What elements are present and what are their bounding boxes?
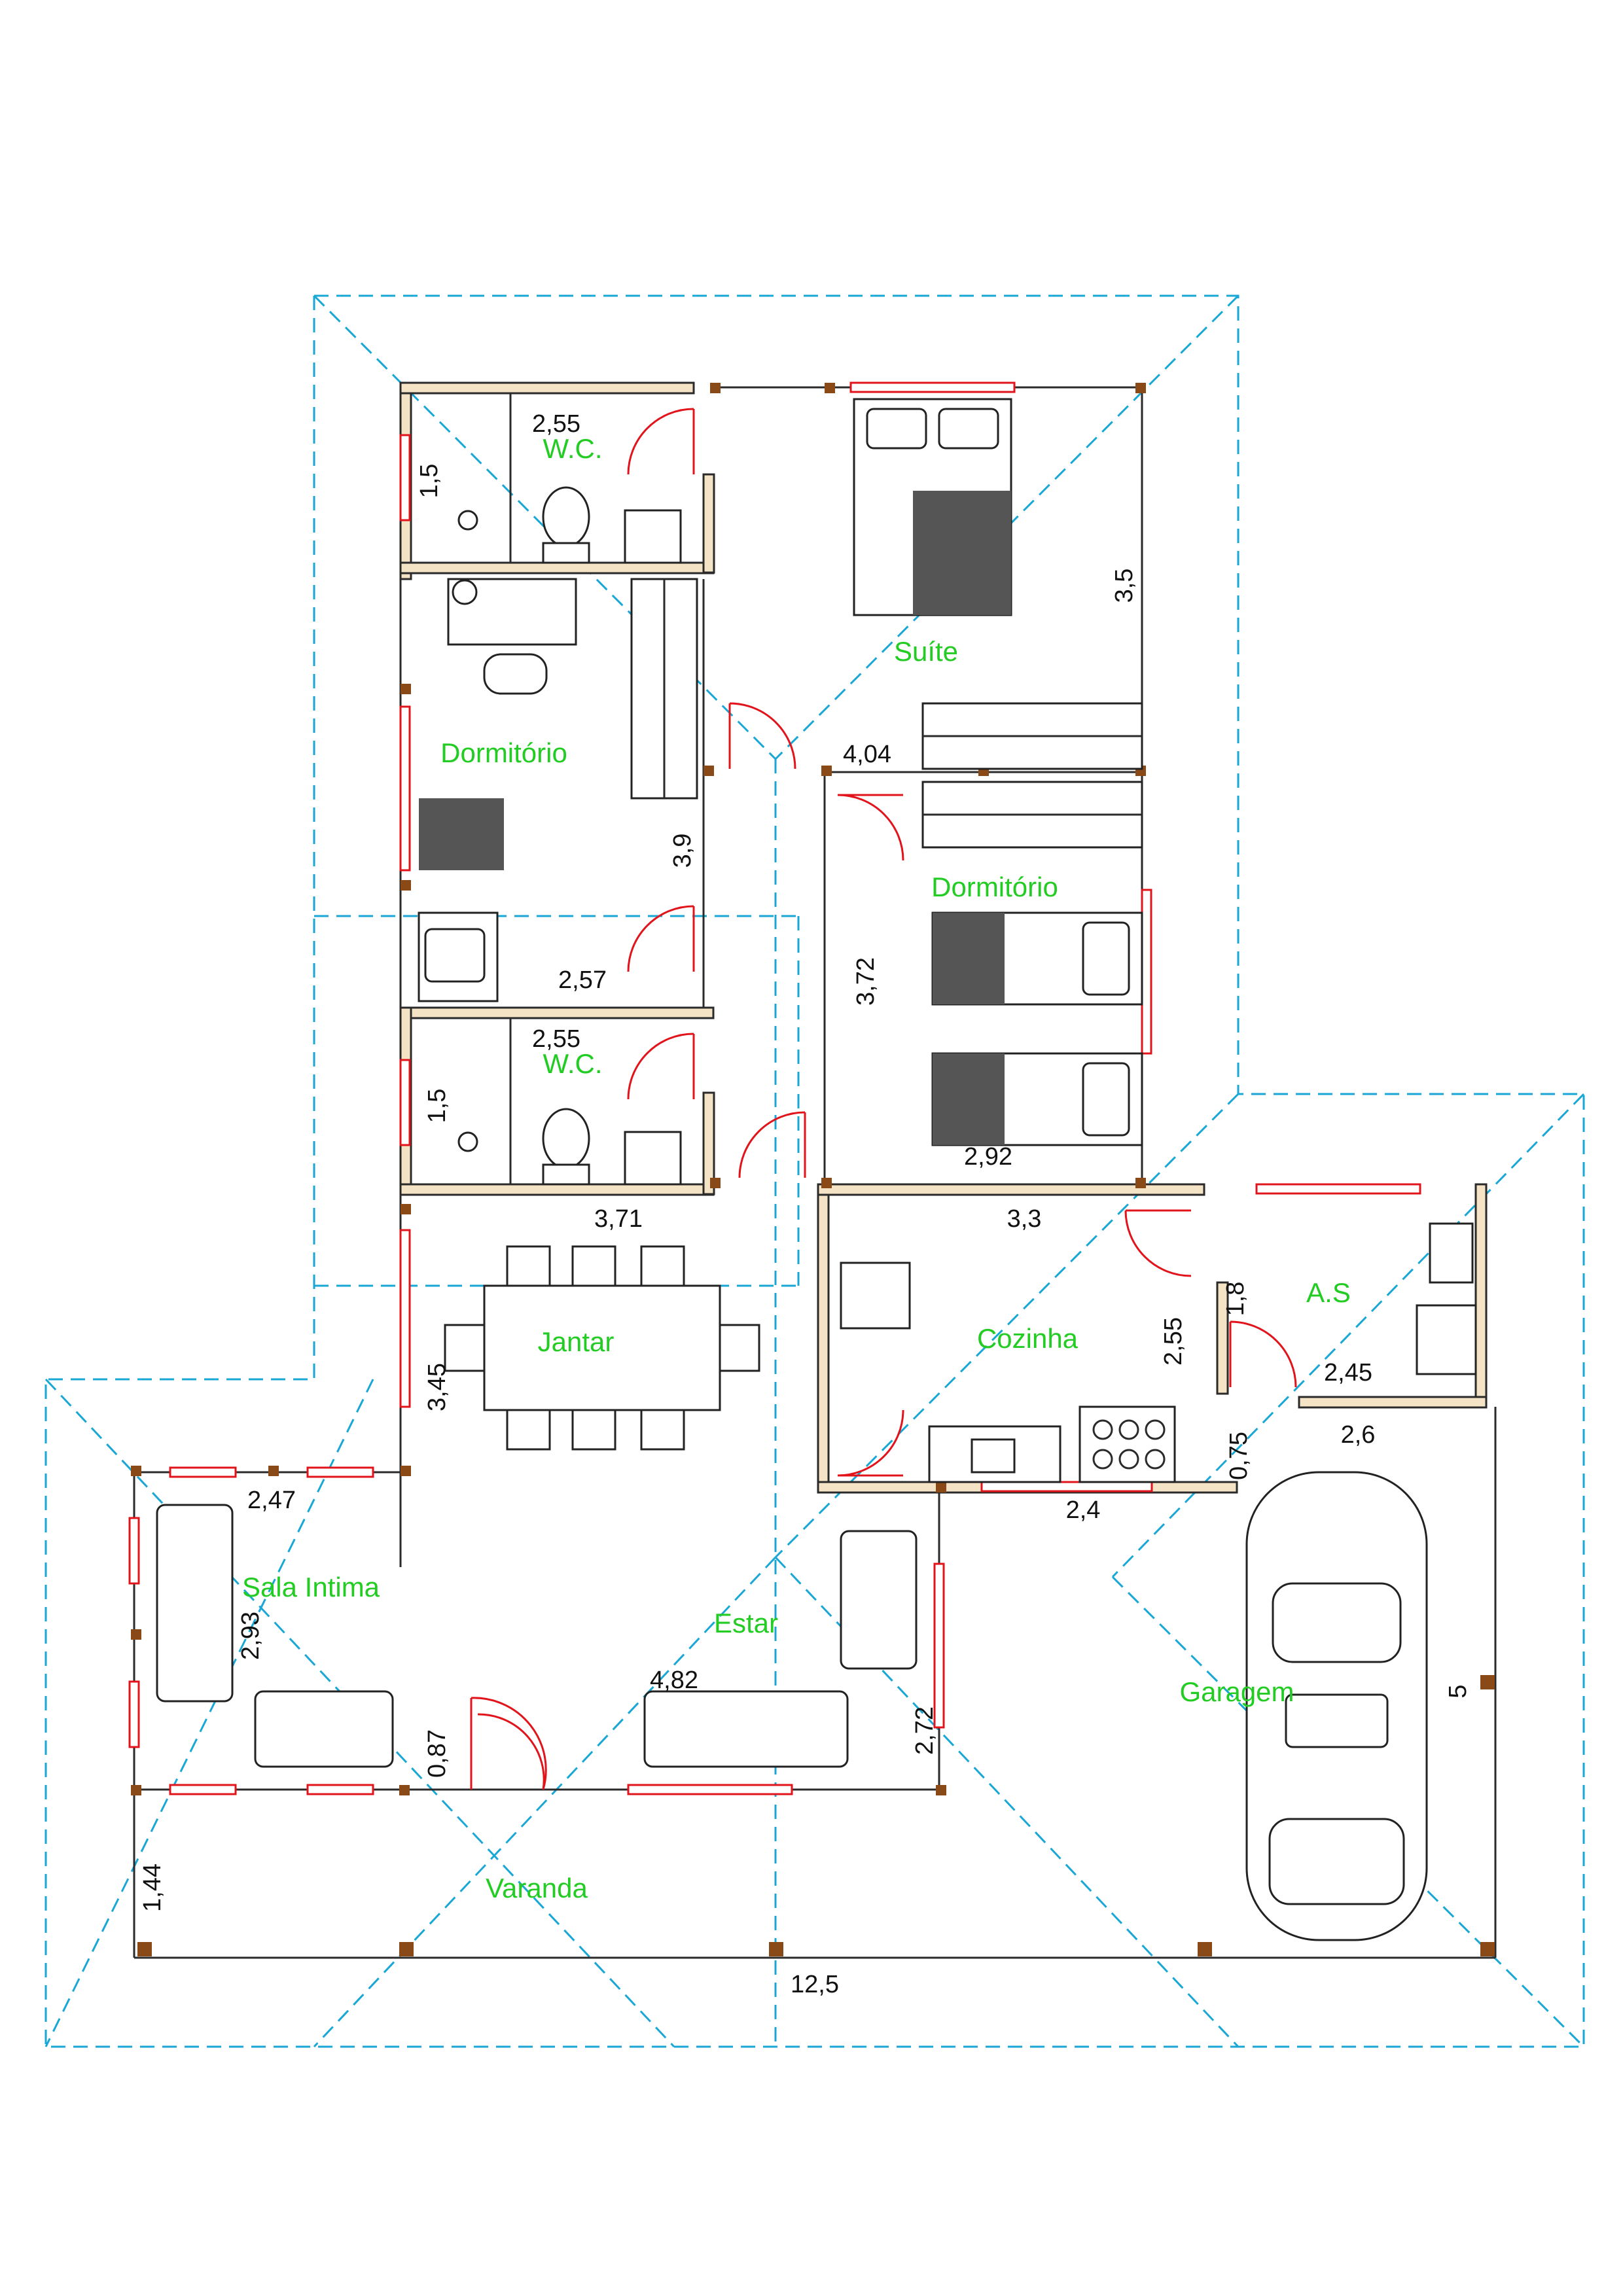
dimension-label: 2,47 (247, 1487, 296, 1514)
room-label: Sala Intima (242, 1572, 380, 1602)
walls (133, 381, 1497, 1959)
dimension-label: 4,04 (843, 741, 891, 768)
room-label: Varanda (486, 1873, 588, 1903)
dimension-label: 0,87 (423, 1729, 451, 1778)
dimension-label: 2,55 (532, 410, 580, 438)
bed-icon (418, 398, 1143, 1146)
sofa-icon (156, 1504, 918, 1768)
wardrobe-icon (630, 578, 1143, 849)
dimension-label: 2,55 (532, 1025, 580, 1053)
dimension-label: 2,92 (964, 1143, 1012, 1171)
pillars (131, 383, 1495, 1956)
dimension-label: 3,45 (423, 1363, 451, 1411)
dining-table (444, 1245, 760, 1451)
shower-icon (457, 510, 478, 1152)
dimension-label: 2,72 (911, 1706, 938, 1755)
stove-icon (1079, 1304, 1477, 1483)
dimension-label: 5 (1444, 1684, 1472, 1698)
room-label: Jantar (538, 1326, 615, 1357)
desk-icon (447, 578, 911, 1330)
windows (128, 381, 1421, 1795)
room-label: Garagem (1179, 1676, 1294, 1707)
dimension-label: 3,3 (1007, 1205, 1042, 1233)
dimension-label: 3,71 (594, 1205, 643, 1233)
dimension-label: 4,82 (650, 1667, 698, 1694)
dimension-label: 1,8 (1222, 1282, 1249, 1316)
dimension-label: 12,5 (791, 1971, 839, 1998)
room-label: W.C. (543, 433, 603, 464)
toilet-icon (542, 486, 590, 1186)
sink-icon (624, 509, 1474, 1483)
dimension-label: 1,5 (416, 464, 443, 499)
dimension-labels: 2,55 1,5 3,5 4,04 3,9 2,57 2,55 1,5 3,72 2,92 3,71… (139, 410, 1472, 1998)
room-label: Dormitório (440, 737, 567, 768)
dimension-label: 2,57 (558, 966, 607, 994)
room-label: A.S (1306, 1277, 1351, 1308)
dimension-label: 0,75 (1225, 1432, 1253, 1480)
dimension-label: 1,44 (139, 1863, 166, 1912)
dimension-label: 3,72 (852, 957, 880, 1006)
dimension-label: 3,5 (1111, 569, 1138, 603)
car-icon (1245, 1471, 1428, 1941)
room-label: Estar (714, 1608, 778, 1638)
room-label: W.C. (543, 1048, 603, 1079)
room-label: Dormitório (931, 872, 1058, 902)
dimension-label: 3,9 (669, 834, 696, 868)
room-label: Cozinha (977, 1323, 1079, 1354)
dimension-label: 2,45 (1324, 1359, 1372, 1386)
dimension-label: 2,93 (237, 1612, 264, 1660)
dimension-label: 2,4 (1066, 1496, 1101, 1524)
dimension-label: 2,55 (1160, 1317, 1187, 1366)
doors (470, 408, 1297, 1790)
room-label: Suíte (894, 636, 958, 667)
dimension-label: 1,5 (423, 1089, 451, 1123)
dimension-label: 2,6 (1341, 1421, 1376, 1449)
